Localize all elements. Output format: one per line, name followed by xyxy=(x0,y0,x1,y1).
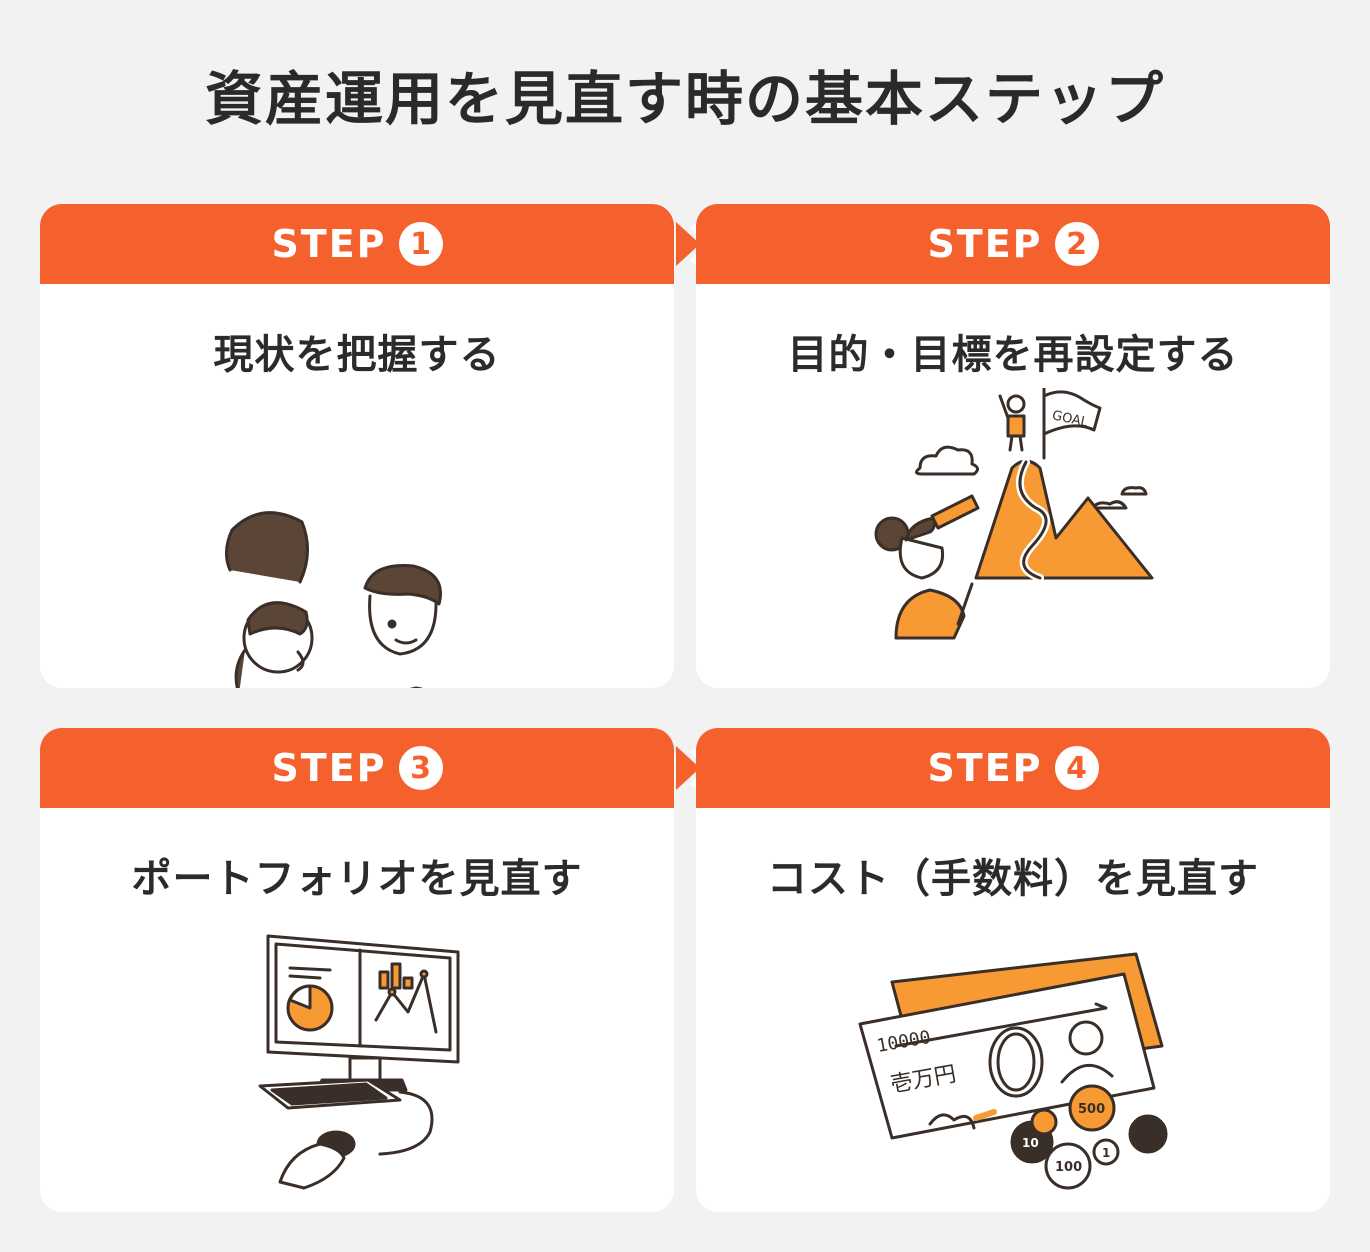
telescope-mountain-goal-illustration: GOAL xyxy=(874,388,1154,640)
step-title: コスト（手数料）を見直す xyxy=(767,856,1259,902)
couple-reviewing-finances-illustration xyxy=(225,511,442,688)
step-header-3: STEP 3 xyxy=(40,728,674,808)
step-card-3: STEP 3 ポートフォリオを見直す xyxy=(40,728,674,1212)
banknotes-and-coins-illustration: 10000 壱万円 500 10 100 1 xyxy=(858,952,1168,1190)
desktop-computer-portfolio-illustration xyxy=(258,934,460,1190)
step-header-1: STEP 1 xyxy=(40,204,674,284)
step-title: ポートフォリオを見直す xyxy=(131,856,583,902)
step-number-badge: 1 xyxy=(398,222,443,266)
step-header-4: STEP 4 xyxy=(696,728,1330,808)
step-label: STEP xyxy=(271,222,387,266)
step-title: 現状を把握する xyxy=(213,332,501,378)
step-title: 目的・目標を再設定する xyxy=(787,332,1239,378)
step-label: STEP xyxy=(927,746,1043,790)
step-number-badge: 4 xyxy=(1054,746,1099,790)
page-title: 資産運用を見直す時の基本ステップ xyxy=(204,65,1165,133)
step-card-4: STEP 4 コスト（手数料）を見直す 10000 壱万円 500 xyxy=(696,728,1330,1212)
step-card-1: STEP 1 現状を把握する xyxy=(40,204,674,688)
coin-label-10: 10 xyxy=(1022,1136,1039,1150)
step-card-2: STEP 2 目的・目標を再設定する xyxy=(696,204,1330,688)
step-number-badge: 3 xyxy=(398,746,443,790)
step-header-2: STEP 2 xyxy=(696,204,1330,284)
step-label: STEP xyxy=(271,746,387,790)
coin-label-100: 100 xyxy=(1055,1160,1082,1175)
coin-label-500: 500 xyxy=(1078,1102,1105,1117)
step-number-badge: 2 xyxy=(1054,222,1099,266)
coin-label-1: 1 xyxy=(1102,1146,1110,1160)
step-label: STEP xyxy=(927,222,1043,266)
